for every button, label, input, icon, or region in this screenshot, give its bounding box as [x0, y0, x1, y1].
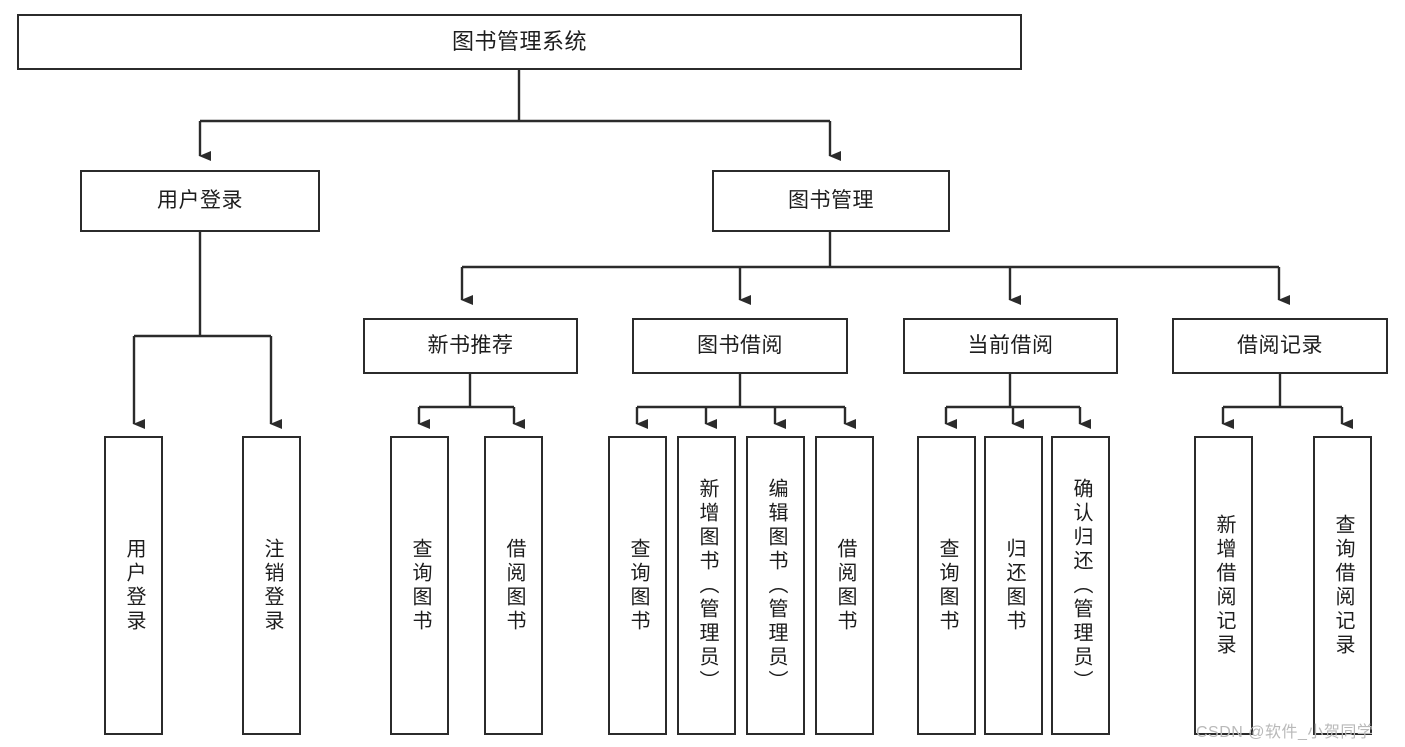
node-leaf-borrow-books-new[interactable]: 借阅图书 [484, 436, 543, 735]
node-new-book-recommendation[interactable]: 新书推荐 [363, 318, 578, 374]
node-book-management[interactable]: 图书管理 [712, 170, 950, 232]
node-leaf-add-borrow-record[interactable]: 新增借阅记录 [1194, 436, 1253, 735]
node-leaf-query-books-new[interactable]: 查询图书 [390, 436, 449, 735]
node-leaf-edit-book-admin[interactable]: 编辑图书（管理员） [746, 436, 805, 735]
node-borrowing-records[interactable]: 借阅记录 [1172, 318, 1388, 374]
node-book-borrowing[interactable]: 图书借阅 [632, 318, 848, 374]
node-user-login[interactable]: 用户登录 [80, 170, 320, 232]
node-leaf-confirm-return-admin[interactable]: 确认归还（管理员） [1051, 436, 1110, 735]
node-leaf-query-borrow-record[interactable]: 查询借阅记录 [1313, 436, 1372, 735]
node-root-book-management-system[interactable]: 图书管理系统 [17, 14, 1022, 70]
node-current-borrowing[interactable]: 当前借阅 [903, 318, 1118, 374]
node-leaf-borrow-books[interactable]: 借阅图书 [815, 436, 874, 735]
node-leaf-user-login[interactable]: 用户登录 [104, 436, 163, 735]
csdn-watermark: CSDN @软件_小贺同学 [1196, 724, 1374, 741]
node-leaf-logout[interactable]: 注销登录 [242, 436, 301, 735]
node-leaf-add-book-admin[interactable]: 新增图书（管理员） [677, 436, 736, 735]
node-leaf-return-books[interactable]: 归还图书 [984, 436, 1043, 735]
node-leaf-query-books-current[interactable]: 查询图书 [917, 436, 976, 735]
node-leaf-query-books-borrow[interactable]: 查询图书 [608, 436, 667, 735]
